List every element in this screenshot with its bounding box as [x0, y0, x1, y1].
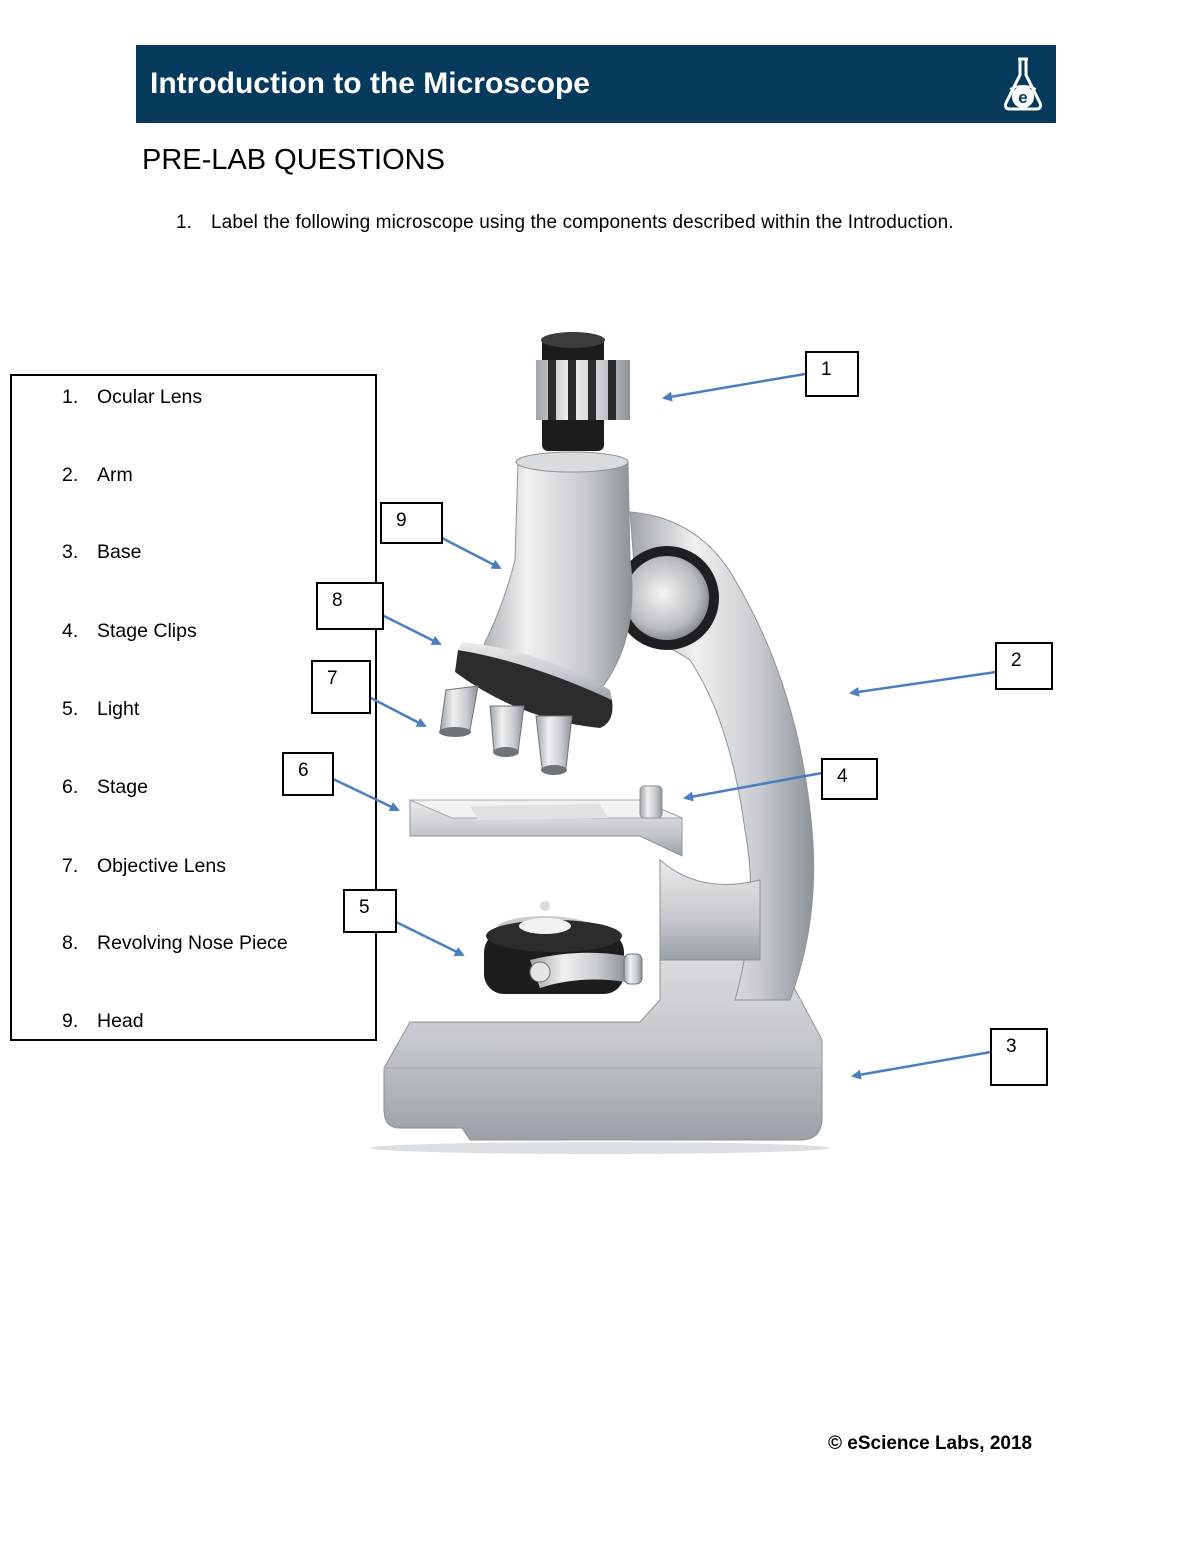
arrow-1: [662, 372, 806, 402]
title-banner: Introduction to the Microscope e: [136, 45, 1056, 123]
list-item-label: Stage: [97, 776, 148, 798]
arrow-2: [849, 670, 997, 697]
list-item-label: Objective Lens: [97, 855, 226, 877]
list-item: 9. Head: [62, 1010, 144, 1033]
list-item-number: 7.: [62, 855, 79, 877]
arrow-6: [330, 776, 400, 812]
callout-number: 3: [1006, 1036, 1017, 1057]
list-item-number: 1.: [62, 386, 79, 408]
arrow-5: [391, 918, 465, 957]
list-item-number: 3.: [62, 541, 79, 563]
list-item-number: 2.: [62, 464, 79, 486]
list-item: 6. Stage: [62, 776, 148, 799]
list-item-label: Head: [97, 1010, 144, 1032]
list-item-label: Arm: [97, 464, 133, 486]
list-item: 7. Objective Lens: [62, 855, 226, 878]
callout-number: 2: [1011, 650, 1022, 671]
list-item: 1. Ocular Lens: [62, 386, 202, 409]
callout-number: 7: [327, 668, 338, 689]
callout-box-5: 5: [343, 889, 397, 933]
svg-text:e: e: [1018, 88, 1027, 107]
callout-number: 5: [359, 897, 370, 918]
flask-e-logo-icon: e: [1004, 57, 1042, 111]
arrow-8: [381, 613, 442, 646]
callout-box-6: 6: [282, 752, 334, 796]
list-item-label: Base: [97, 541, 142, 563]
list-item-number: 5.: [62, 698, 79, 720]
arrow-4: [683, 771, 823, 802]
callout-box-4: 4: [821, 758, 878, 800]
callout-box-3: 3: [990, 1028, 1048, 1086]
list-item: 2. Arm: [62, 464, 133, 487]
arrow-7: [368, 695, 427, 728]
list-item: 5. Light: [62, 698, 139, 721]
document-title: Introduction to the Microscope: [150, 67, 590, 100]
callout-box-1: 1: [805, 351, 859, 397]
callout-box-8: 8: [316, 582, 384, 630]
list-item-number: 9.: [62, 1010, 79, 1032]
question-1: 1. Label the following microscope using t…: [176, 212, 954, 234]
list-item: 8. Revolving Nose Piece: [62, 932, 288, 955]
list-item: 4. Stage Clips: [62, 620, 197, 643]
list-item: 3. Base: [62, 541, 141, 564]
callout-number: 4: [837, 766, 848, 787]
list-item-label: Stage Clips: [97, 620, 197, 642]
callout-number: 9: [396, 510, 407, 531]
arrow-9: [439, 535, 502, 570]
list-item-number: 8.: [62, 932, 79, 954]
microscope-illustration: [370, 332, 830, 1154]
list-item-label: Light: [97, 698, 140, 720]
callout-box-2: 2: [995, 642, 1053, 690]
arrow-3: [851, 1050, 992, 1080]
callout-number: 6: [298, 760, 309, 781]
list-item-label: Revolving Nose Piece: [97, 932, 288, 954]
section-title: PRE-LAB QUESTIONS: [142, 144, 445, 176]
callout-box-7: 7: [311, 660, 371, 714]
copyright-footer: © eScience Labs, 2018: [828, 1433, 1033, 1454]
list-item-label: Ocular Lens: [97, 386, 203, 408]
callout-box-9: 9: [380, 502, 443, 544]
question-text: Label the following microscope using the…: [211, 212, 954, 233]
parts-list-box: 1. Ocular Lens 2. Arm 3. Base 4. Stage Clips…: [10, 374, 377, 1041]
callout-number: 1: [821, 359, 832, 380]
list-item-number: 6.: [62, 776, 79, 798]
list-item-number: 4.: [62, 620, 79, 642]
question-number: 1.: [176, 212, 193, 233]
callout-number: 8: [332, 590, 343, 611]
